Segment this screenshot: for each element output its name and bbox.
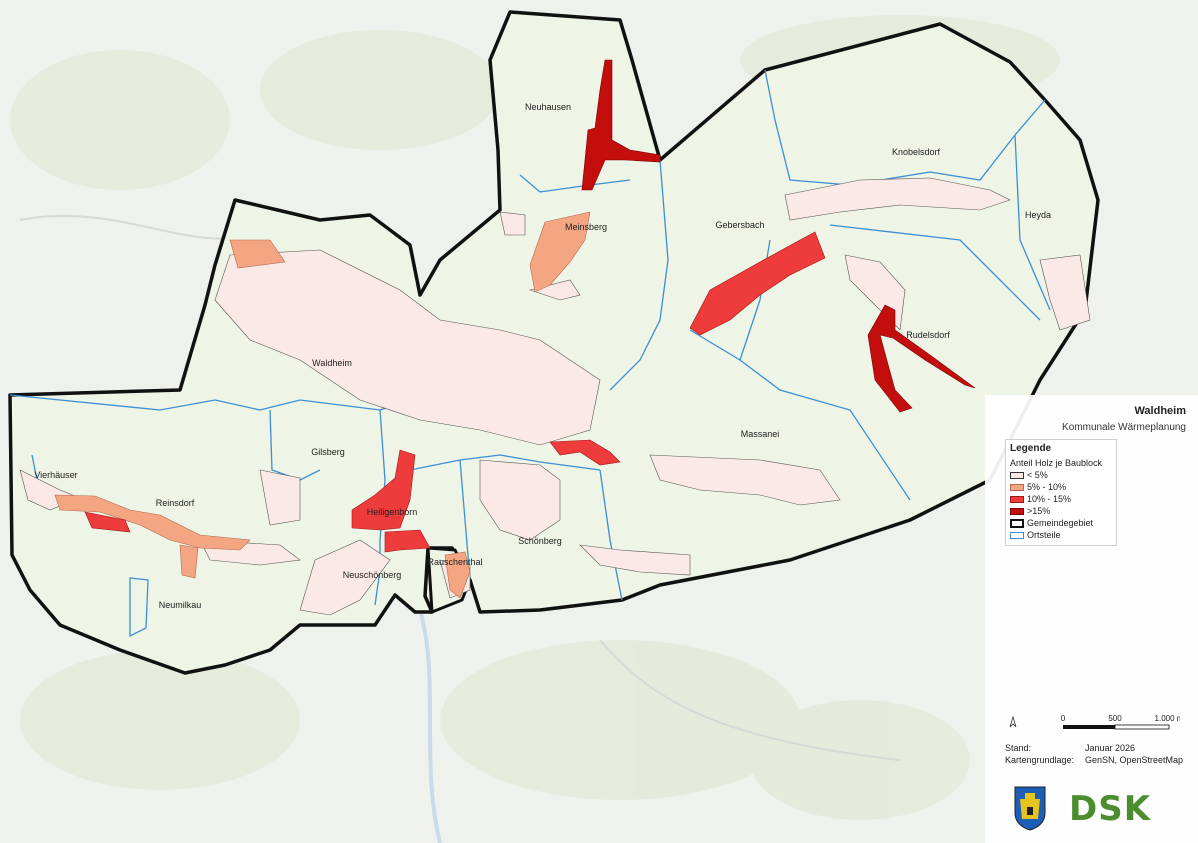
place-label: Neuschönberg (343, 570, 402, 580)
place-label: Knobelsdorf (892, 147, 941, 157)
scale-label: 1.000 m (1155, 714, 1180, 723)
blocks-10-15 (84, 231, 826, 553)
place-label: Heiligenborn (367, 507, 418, 517)
place-label: Rauschenthal (427, 557, 482, 567)
legend-label: < 5% (1027, 470, 1048, 480)
swatch-gt15 (1010, 507, 1024, 515)
basis-label: Kartengrundlage: (1005, 755, 1075, 765)
logos: DSK (1005, 783, 1185, 833)
scale-segment (1114, 724, 1170, 730)
scale-label: 500 (1108, 714, 1122, 723)
legend-title: Legende (1010, 443, 1052, 454)
legend-subtitle: Anteil Holz je Baublock (1010, 458, 1103, 468)
map-subtitle: Kommunale Wärmeplanung (1062, 422, 1186, 433)
scale-segment (1063, 725, 1115, 729)
place-label: Meinsberg (565, 222, 607, 232)
legend-item: < 5% (1010, 469, 1111, 481)
blocks-5-10 (54, 211, 591, 599)
legend-item: Gemeindegebiet (1010, 517, 1111, 529)
map-info-panel: Waldheim Kommunale Wärmeplanung Legende … (985, 395, 1198, 843)
place-label: Neumilkau (159, 600, 202, 610)
place-labels: Neuhausen Knobelsdorf Meinsberg Gebersba… (34, 102, 1051, 610)
north-arrow-icon (1009, 715, 1017, 728)
stand-value: Januar 2026 (1085, 743, 1136, 753)
legend-item: >15% (1010, 505, 1111, 517)
swatch-boundary (1010, 518, 1024, 528)
place-label: Gilsberg (311, 447, 345, 457)
swatch-5-10 (1010, 483, 1024, 491)
legend-item: 10% - 15% (1010, 493, 1111, 505)
waldheim-coat-of-arms-icon (1014, 786, 1046, 831)
terrain-patches (10, 15, 1060, 820)
place-label: Waldheim (312, 358, 352, 368)
map-title: Waldheim (1134, 405, 1186, 417)
place-label: Vierhäuser (34, 470, 77, 480)
place-label: Rudelsdorf (906, 330, 950, 340)
legend: Legende Anteil Holz je Baublock < 5% 5% … (1005, 439, 1117, 546)
place-label: Gebersbach (715, 220, 764, 230)
legend-label: Ortsteile (1027, 530, 1061, 540)
legend-item: Ortsteile (1010, 529, 1111, 541)
dsk-logo: DSK (1069, 789, 1152, 829)
place-label: Massanei (741, 429, 780, 439)
basis-value: GenSN, OpenStreetMap (1085, 755, 1184, 765)
swatch-10-15 (1010, 495, 1024, 503)
place-label: Heyda (1025, 210, 1051, 220)
stand-label: Stand: (1005, 743, 1032, 753)
scale-label: 0 (1061, 714, 1066, 723)
legend-item: 5% - 10% (1010, 481, 1111, 493)
place-label: Neuhausen (525, 102, 571, 112)
legend-label: Gemeindegebiet (1027, 518, 1094, 528)
river (418, 609, 442, 843)
legend-label: 5% - 10% (1027, 482, 1067, 492)
place-label: Reinsdorf (156, 498, 195, 508)
legend-label: 10% - 15% (1027, 494, 1072, 504)
map-metadata: Stand: Januar 2026 Kartengrundlage: GenSN,… (1005, 743, 1183, 767)
place-label: Schönberg (518, 536, 562, 546)
scale-bar: 0 500 1.000 m (1009, 714, 1180, 730)
road-line (599, 639, 901, 761)
legend-label: >15% (1027, 506, 1051, 516)
swatch-lt5 (1010, 471, 1024, 479)
district-boundaries (9, 69, 1051, 638)
swatch-districts (1010, 531, 1024, 539)
blocks-gt15 (581, 59, 976, 413)
